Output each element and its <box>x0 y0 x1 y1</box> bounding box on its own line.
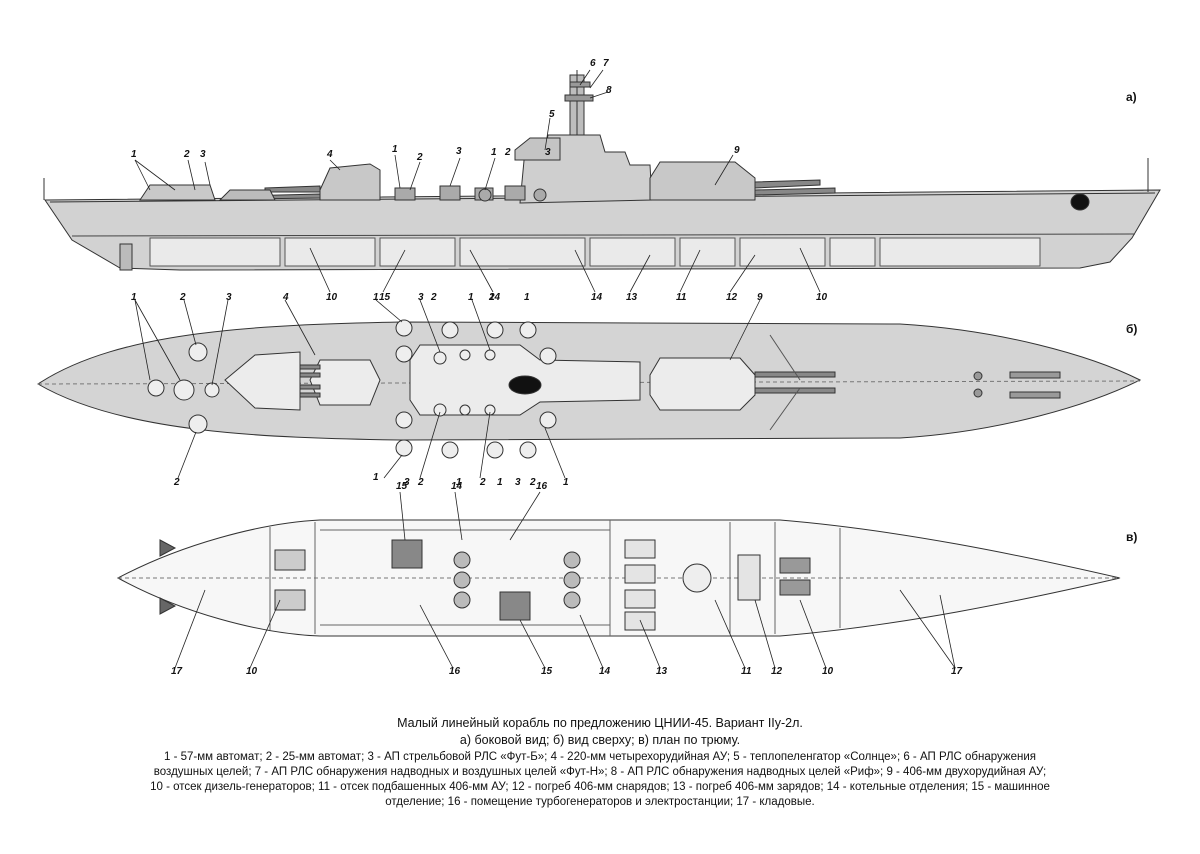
top-callout-2: 2 <box>529 477 536 488</box>
top-callout-2: 2 <box>173 477 180 488</box>
side-deck-guns <box>394 185 547 202</box>
side-callout-3: 3 <box>545 147 551 158</box>
side-callout-6: 6 <box>590 58 596 69</box>
side-callout-13: 13 <box>626 292 638 303</box>
top-callout-1: 1 <box>497 477 503 488</box>
side-view <box>43 70 1161 271</box>
side-callout-2: 2 <box>504 147 511 158</box>
top-turret-406 <box>649 357 756 411</box>
legend-line-1: 1 - 57-мм автомат; 2 - 25-мм автомат; 3 … <box>163 751 1036 763</box>
hold-callout-10: 10 <box>822 666 834 677</box>
side-turret-220 <box>319 163 381 201</box>
side-leaders <box>134 69 821 293</box>
panel-label-top: б) <box>1126 322 1138 336</box>
hold-magazines <box>624 539 761 631</box>
hold-callout-10: 10 <box>246 666 258 677</box>
hold-barbette <box>682 563 712 593</box>
side-callout-5: 5 <box>549 109 555 120</box>
hold-leaders <box>174 491 956 669</box>
top-callout-1: 1 <box>524 292 530 303</box>
legend-line-3: 10 - отсек дизель-генераторов; 11 - отсе… <box>150 781 1050 793</box>
top-callout-1: 1 <box>131 292 137 303</box>
top-callout-1: 1 <box>456 477 462 488</box>
side-callout-8: 8 <box>606 85 612 96</box>
top-callout-2: 2 <box>179 292 186 303</box>
top-callout-3: 3 <box>418 292 424 303</box>
side-hawse <box>1070 193 1090 211</box>
hold-machinery <box>274 539 811 621</box>
top-callout-1: 1 <box>468 292 474 303</box>
top-callout-3: 3 <box>226 292 232 303</box>
top-callout-3: 3 <box>404 477 410 488</box>
hold-callout-16: 16 <box>536 481 548 492</box>
top-callout-2: 2 <box>488 292 495 303</box>
panel-label-hold: в) <box>1126 530 1138 544</box>
hold-callout-11: 11 <box>741 666 752 677</box>
hold-callout-15: 15 <box>541 666 553 677</box>
side-callout-1: 1 <box>131 149 137 160</box>
hold-plan <box>116 519 1121 637</box>
legend-line-4: отделение; 16 - помещение турбогенератор… <box>385 796 815 808</box>
side-callout-14: 14 <box>489 292 501 303</box>
hold-callout-13: 13 <box>656 666 668 677</box>
side-callout-4: 4 <box>326 149 333 160</box>
side-callout-1: 1 <box>491 147 497 158</box>
side-callout-10: 10 <box>326 292 338 303</box>
hold-callout-14: 14 <box>599 666 611 677</box>
side-callout-2: 2 <box>416 152 423 163</box>
side-callout-3: 3 <box>456 146 462 157</box>
top-bow-fittings <box>973 371 1061 399</box>
top-turret-220 <box>309 359 381 406</box>
side-callout-10: 10 <box>816 292 828 303</box>
top-callout-4: 4 <box>282 292 289 303</box>
caption-subtitle: а) боковой вид; б) вид сверху; в) план п… <box>459 733 741 747</box>
side-turret-406 <box>649 161 756 201</box>
hold-callout-17: 17 <box>951 666 963 677</box>
side-waterline <box>71 233 1136 237</box>
hold-propeller <box>159 539 177 615</box>
hold-callout-12: 12 <box>771 666 783 677</box>
top-callout-1: 1 <box>563 477 569 488</box>
top-funnel <box>508 375 542 395</box>
side-callout-14: 14 <box>591 292 603 303</box>
top-aft-structure <box>224 351 301 411</box>
hold-boilers <box>453 551 581 609</box>
top-mounts <box>147 319 557 459</box>
side-callout-11: 11 <box>676 292 687 303</box>
side-funnel <box>514 137 561 161</box>
caption-title: Малый линейный корабль по предложению ЦН… <box>397 716 803 730</box>
side-callout-9: 9 <box>734 145 740 156</box>
top-callout-3: 3 <box>515 477 521 488</box>
hold-callout-14: 14 <box>451 481 463 492</box>
hold-callout-17: 17 <box>171 666 183 677</box>
side-callout-1: 1 <box>392 144 398 155</box>
top-leaders <box>134 299 761 479</box>
side-callout-2: 2 <box>183 149 190 160</box>
side-callout-3: 3 <box>200 149 206 160</box>
top-view <box>37 319 1142 459</box>
top-callout-1: 1 <box>373 472 379 483</box>
legend-line-2: воздушных целей; 7 - АП РЛС обнаружения … <box>153 766 1047 778</box>
top-callout-1: 1 <box>373 292 379 303</box>
top-callout-2: 2 <box>479 477 486 488</box>
top-callout-2: 2 <box>430 292 437 303</box>
top-callout-2: 2 <box>417 477 424 488</box>
side-compartments <box>149 237 1041 267</box>
hold-callout-16: 16 <box>449 666 461 677</box>
side-callout-15: 15 <box>379 292 391 303</box>
top-callout-9: 9 <box>757 292 763 303</box>
panel-label-side: а) <box>1126 90 1137 104</box>
side-aft-structure <box>218 189 276 201</box>
hold-callout-15: 15 <box>396 481 408 492</box>
side-callout-7: 7 <box>603 58 609 69</box>
side-callout-12: 12 <box>726 292 738 303</box>
